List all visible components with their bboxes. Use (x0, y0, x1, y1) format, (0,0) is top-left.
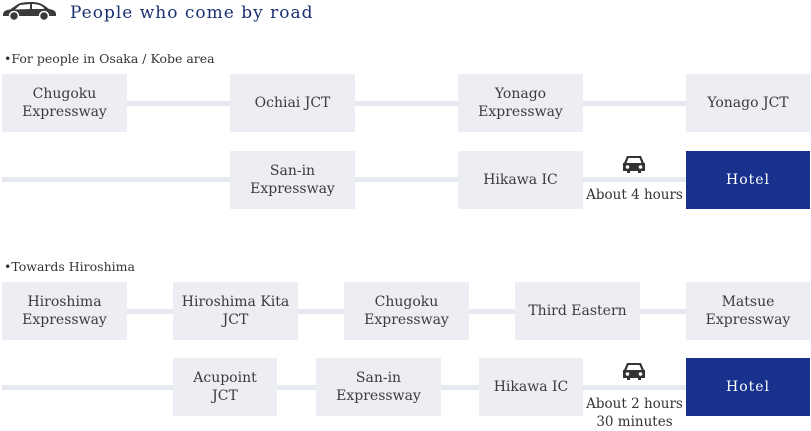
hotel-destination: Hotel (686, 151, 810, 209)
section-label-hiroshima: •Towards Hiroshima (4, 259, 135, 274)
travel-duration: About 4 hours (585, 186, 684, 204)
route-step: Hikawa IC (458, 151, 583, 209)
car-logo-icon (3, 2, 56, 22)
route-step: Third Eastern (515, 282, 640, 340)
route-step: Ochiai JCT (230, 74, 355, 132)
route-step: Hikawa IC (479, 358, 583, 416)
section-label-osaka: •For people in Osaka / Kobe area (4, 51, 215, 66)
hotel-destination: Hotel (686, 358, 810, 416)
page-title: People who come by road (70, 3, 314, 23)
route-step: Yonago JCT (686, 74, 810, 132)
route-line (2, 101, 810, 106)
car-icon (623, 363, 645, 380)
car-icon (623, 156, 645, 173)
route-line (2, 177, 810, 182)
